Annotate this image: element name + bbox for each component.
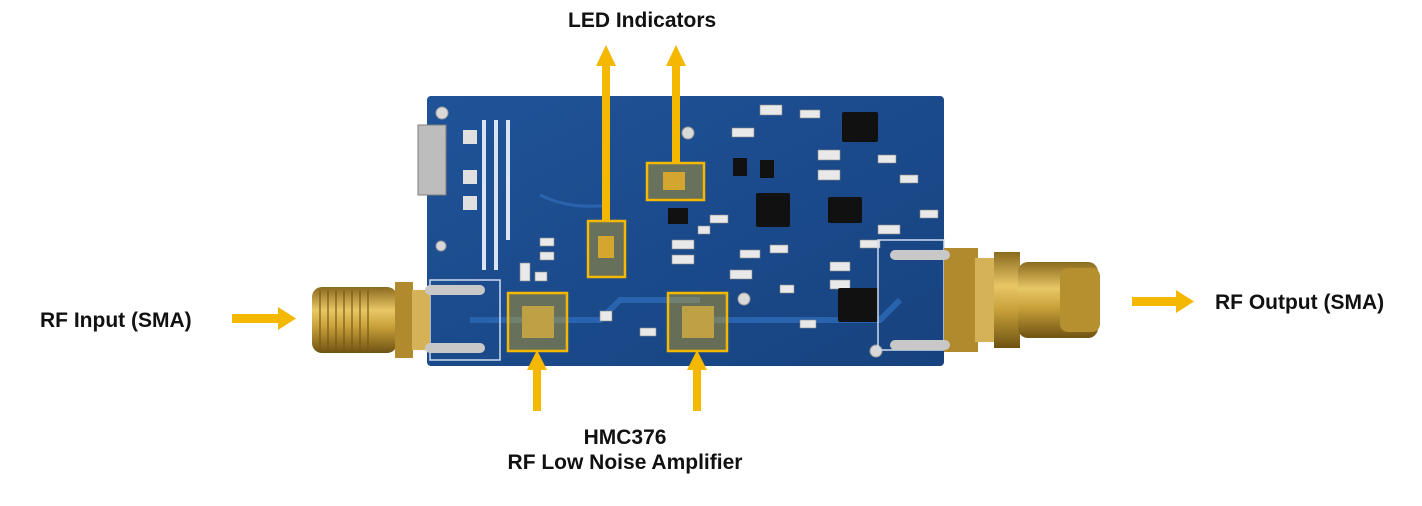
amplifier-description: RF Low Noise Amplifier <box>507 451 743 475</box>
arrow-led-2 <box>666 45 686 164</box>
arrow-rf-input <box>232 307 296 330</box>
arrow-led-1 <box>596 45 616 222</box>
amplifier-part-number: HMC376 <box>583 426 667 449</box>
arrow-lna-1 <box>527 350 547 411</box>
sma-connector-output <box>890 248 1100 352</box>
lna-highlight-box-2 <box>666 291 729 353</box>
led-indicators-label: LED Indicators <box>568 9 717 32</box>
amplifier-label: HMC376 RF Low Noise Amplifier <box>470 425 780 475</box>
lna-highlight-box-1 <box>506 291 569 353</box>
arrow-lna-2 <box>687 350 707 411</box>
sma-connector-input <box>312 282 485 358</box>
arrow-rf-output <box>1132 290 1194 313</box>
led-highlight-box-2 <box>645 161 706 202</box>
pcb-board <box>417 96 945 366</box>
rf-input-label: RF Input (SMA) <box>40 309 192 332</box>
led-highlight-box-1 <box>586 219 627 279</box>
rf-output-label: RF Output (SMA) <box>1215 291 1385 314</box>
